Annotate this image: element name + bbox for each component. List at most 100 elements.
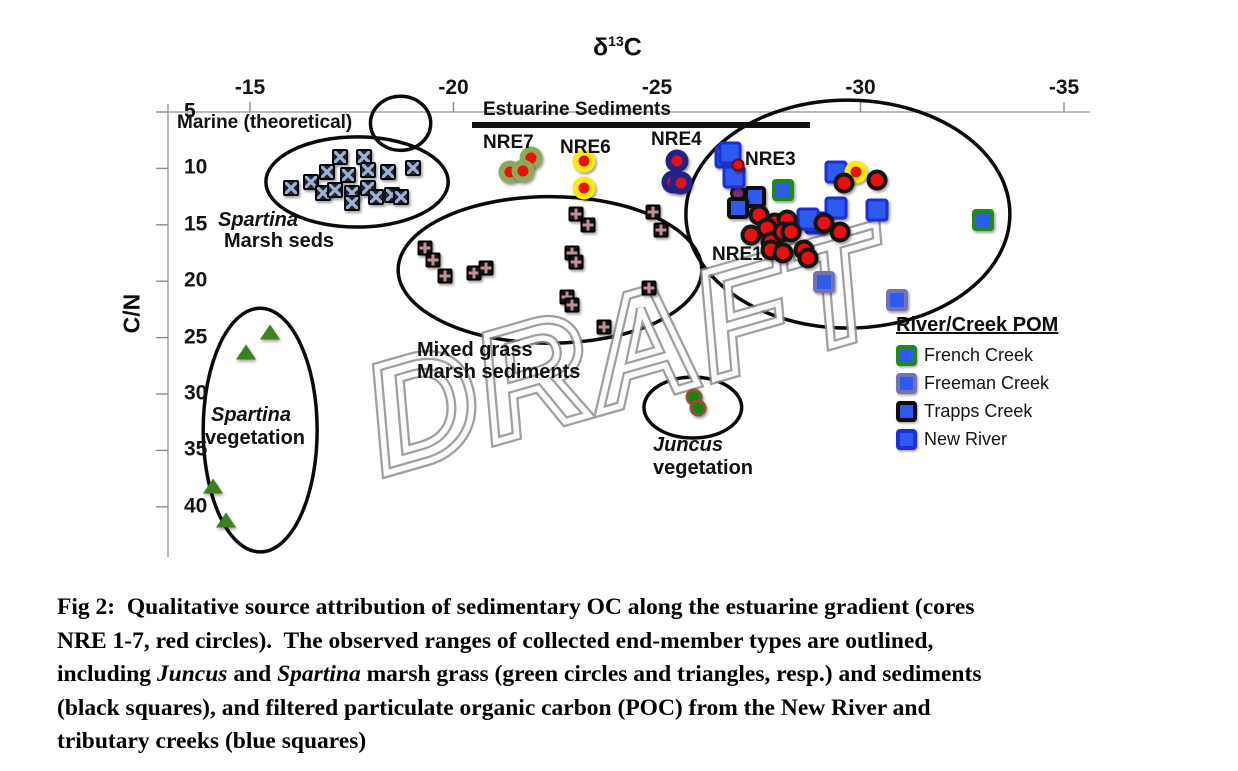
marker-spartina_marsh_seds <box>331 149 348 166</box>
x-axis-title-suffix: C <box>623 33 642 62</box>
marker-red_small <box>731 158 745 172</box>
y-tick-label: 35 <box>184 437 208 461</box>
label-estuarine-sediments: Estuarine Sediments <box>483 99 671 120</box>
marker-freeman <box>812 271 835 294</box>
y-tick-label: 40 <box>184 494 208 518</box>
caption-text: Fig 2: Qualitative source attribution of… <box>57 594 975 620</box>
marker-mixed_grass <box>645 204 661 220</box>
label-marine-theoretical: Marine (theoretical) <box>177 112 353 133</box>
label-spartina-marsh-seds-line1: Spartina <box>218 209 299 231</box>
legend-swatch-trapps-creek <box>896 401 917 422</box>
label-spartina-vegetation-line1: Spartina <box>211 404 292 426</box>
label-spartina-marsh-seds-line2: Marsh seds <box>224 230 335 252</box>
caption-line: (black squares), and filtered particulat… <box>57 692 981 726</box>
x-axis-title-superscript: 13 <box>608 33 624 49</box>
marker-nre6 <box>572 149 596 172</box>
x-axis-title: δ13C <box>593 33 642 62</box>
marker-juncus_vegetation <box>689 399 707 417</box>
y-tick-label: 15 <box>184 212 208 236</box>
caption-text: tributary creeks (blue squares) <box>57 728 367 754</box>
marker-french <box>772 178 795 201</box>
marker-nre4 <box>669 171 693 195</box>
mixed-grass-ellipse <box>396 194 704 345</box>
legend-label: Freeman Creek <box>924 373 1050 393</box>
marker-spartina_marsh_seds <box>339 167 356 184</box>
y-tick-label: 20 <box>184 268 208 292</box>
marker-nre4 <box>665 149 689 172</box>
label-nre1: NRE1 <box>712 244 763 265</box>
caption-italic-term: Juncus <box>156 661 228 687</box>
marine-theoretical-circle <box>368 94 433 153</box>
marker-mixed_grass <box>596 319 612 335</box>
marker-spartina_marsh_seds <box>404 160 421 177</box>
legend-label: Trapps Creek <box>924 401 1033 421</box>
marker-spartina_vegetation <box>203 478 224 494</box>
label-juncus-line2: vegetation <box>653 457 754 479</box>
legend-swatch-new-river <box>896 429 917 450</box>
juncus-vegetation-ellipse <box>642 375 744 440</box>
marker-mixed_grass <box>641 280 657 296</box>
marker-nre7 <box>511 159 535 183</box>
marker-spartina_marsh_seds <box>392 188 409 205</box>
label-spartina-vegetation-line2: vegetation <box>205 427 306 449</box>
marker-nre_red <box>833 172 855 194</box>
marker-spartina_marsh_seds <box>343 195 360 212</box>
marker-mixed_grass <box>437 268 453 284</box>
label-mixed-grass-line1: Mixed grass <box>417 339 533 361</box>
caption-line: tributary creeks (blue squares) <box>57 725 981 759</box>
label-mixed-grass-line2: Marsh sediments <box>417 361 581 383</box>
marker-mixed_grass <box>478 260 494 276</box>
marker-mixed_grass <box>425 252 441 268</box>
marker-nre_red <box>813 212 835 234</box>
marker-spartina_vegetation <box>215 512 236 528</box>
label-nre3: NRE3 <box>745 149 796 170</box>
marker-nre_red <box>797 247 819 268</box>
marker-nre6 <box>572 176 596 200</box>
estuarine-sediments-ellipse <box>684 98 1012 330</box>
marker-freeman <box>886 289 909 312</box>
marker-spartina_marsh_seds <box>368 188 385 205</box>
label-nre7: NRE7 <box>483 132 534 153</box>
legend-label: French Creek <box>924 345 1034 365</box>
marker-mixed_grass <box>580 217 596 233</box>
estuarine-underline-bar <box>472 122 810 128</box>
legend-label: New River <box>924 429 1008 449</box>
caption-text: including <box>57 661 157 687</box>
marker-french <box>971 209 994 232</box>
y-axis-title: C/N <box>118 293 145 334</box>
x-tick-label: -20 <box>438 76 469 99</box>
x-tick-label: -15 <box>234 76 266 99</box>
label-nre6: NRE6 <box>560 137 611 158</box>
spartina-vegetation-ellipse <box>201 306 319 554</box>
marker-mixed_grass <box>568 206 584 222</box>
x-axis-title-symbol: δ <box>593 33 609 62</box>
legend-title: River/Creek POM <box>896 314 1059 336</box>
marker-trapps <box>727 196 750 219</box>
marker-spartina_marsh_seds <box>327 181 344 198</box>
marker-nre_red <box>772 242 794 264</box>
label-juncus-line1: Juncus <box>653 434 724 456</box>
marker-mixed_grass <box>568 254 584 270</box>
x-tick-label: -25 <box>641 76 673 99</box>
spartina-marsh-seds-ellipse <box>264 135 450 229</box>
marker-mixed_grass <box>564 297 580 313</box>
legend-item: French Creek <box>896 345 1058 366</box>
x-tick-label: -35 <box>1048 76 1080 99</box>
marker-spartina_marsh_seds <box>380 163 397 180</box>
legend-swatch-french-creek <box>896 345 917 366</box>
marker-mixed_grass <box>417 240 433 256</box>
legend-item: New River <box>896 429 1058 450</box>
marker-new_river <box>718 141 742 165</box>
y-tick-label: 30 <box>184 381 208 405</box>
caption-line: Fig 2: Qualitative source attribution of… <box>57 591 981 625</box>
marker-spartina_vegetation <box>260 324 281 340</box>
y-tick-label: 5 <box>184 99 196 123</box>
caption-text: NRE 1-7, red circles). The observed rang… <box>57 627 934 654</box>
caption-text: marsh grass (green circles and triangles… <box>360 661 982 687</box>
marker-nre_red <box>780 221 802 243</box>
caption-italic-term: Spartina <box>277 661 361 687</box>
y-tick-label: 25 <box>184 325 208 349</box>
